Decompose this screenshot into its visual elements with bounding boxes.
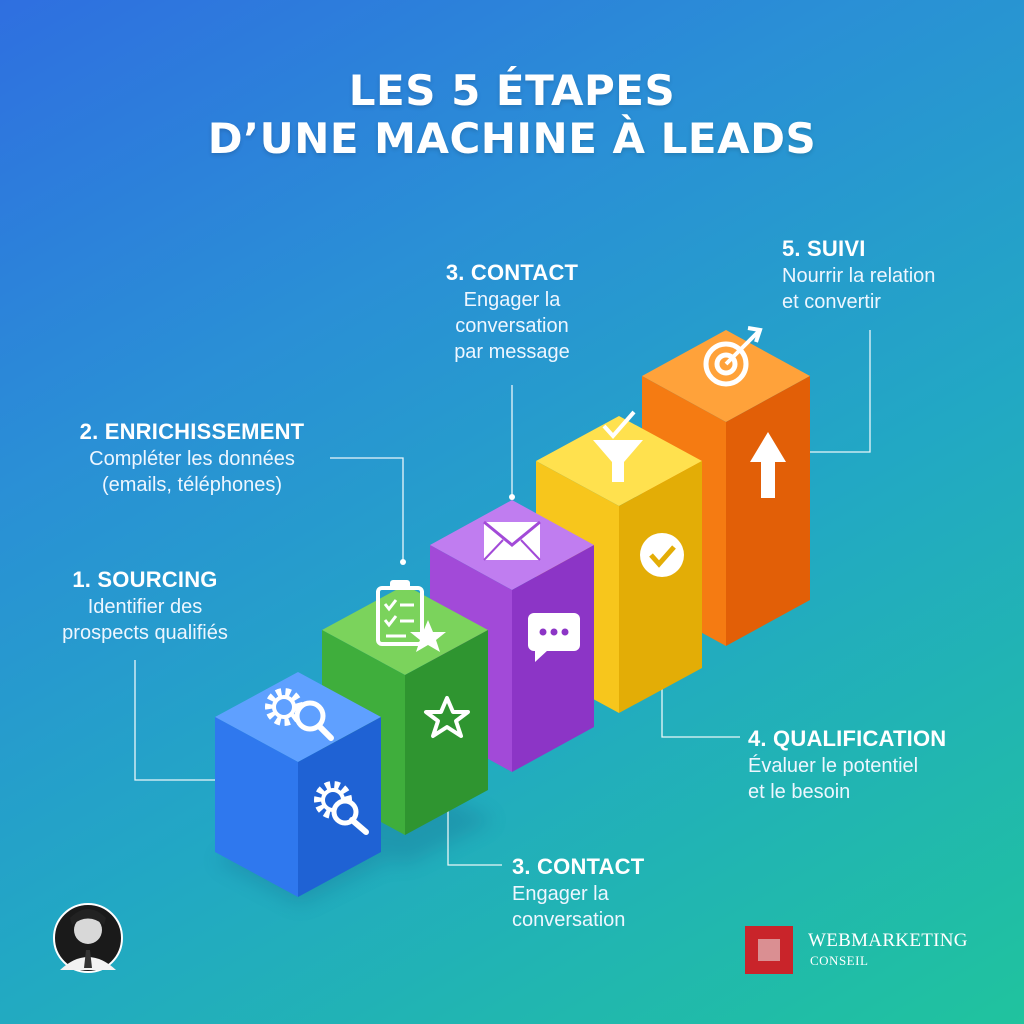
extra-contact-label: 3. CONTACT Engager la conversation	[512, 853, 712, 933]
page-title-line-2: D’UNE MACHINE À LEADS	[207, 114, 817, 163]
step-3-desc-3: par message	[454, 341, 570, 363]
step-4-desc-2: et le besoin	[748, 781, 851, 803]
clipboard-checklist-icon	[376, 580, 446, 652]
extra-contact-desc-1: Engager la	[512, 883, 609, 905]
step-4-desc-1: Évaluer le potentiel	[748, 755, 919, 777]
step-5-heading: 5. SUIVI	[782, 236, 866, 261]
step-2-desc-2: (emails, téléphones)	[101, 474, 283, 496]
step-4-label: 4. QUALIFICATION Évaluer le potentiel et…	[748, 725, 988, 805]
target-icon	[703, 326, 763, 387]
chat-bubble-icon	[528, 613, 580, 662]
checkmark-icon	[640, 533, 684, 577]
step-4-heading: 4. QUALIFICATION	[748, 726, 947, 751]
brand-name: WEBMARKETING	[808, 930, 968, 951]
step-1-block	[215, 672, 381, 897]
step-2-heading: 2. ENRICHISSEMENT	[79, 419, 305, 444]
step-3-block	[430, 500, 594, 772]
gear-search-icon	[314, 781, 369, 835]
avatar	[53, 903, 123, 973]
step-5-desc-1: Nourrir la relation	[782, 265, 936, 287]
extra-contact-desc-2: conversation	[512, 909, 626, 931]
step-1-heading: 1. SOURCING	[72, 567, 218, 592]
step-3-desc-2: conversation	[455, 315, 569, 337]
step-1-label: 1. SOURCING Identifier des prospects qua…	[40, 566, 250, 646]
envelope-icon	[483, 520, 541, 561]
step-3-label: 3. CONTACT Engager la conversation par m…	[422, 259, 602, 365]
arrow-up-icon	[750, 432, 786, 498]
brand-subtitle: CONSEIL	[810, 953, 869, 968]
step-2-desc-1: Compléter les données	[89, 448, 295, 470]
step-5-label: 5. SUIVI Nourrir la relation et converti…	[782, 235, 1002, 315]
brand-logo-icon	[745, 926, 793, 974]
page-title-line-1: LES 5 ÉTAPES	[348, 66, 676, 115]
extra-contact-heading: 3. CONTACT	[512, 854, 645, 879]
step-2-label: 2. ENRICHISSEMENT Compléter les données …	[62, 418, 322, 498]
funnel-icon	[593, 410, 643, 482]
step-1-desc-2: prospects qualifiés	[62, 622, 228, 644]
step-3-heading: 3. CONTACT	[445, 260, 579, 285]
step-3-desc-1: Engager la	[463, 289, 561, 311]
gear-search-icon	[265, 688, 334, 741]
step-1-desc-1: Identifier des	[87, 596, 203, 618]
star-icon	[424, 696, 470, 738]
step-5-desc-2: et convertir	[782, 291, 881, 313]
